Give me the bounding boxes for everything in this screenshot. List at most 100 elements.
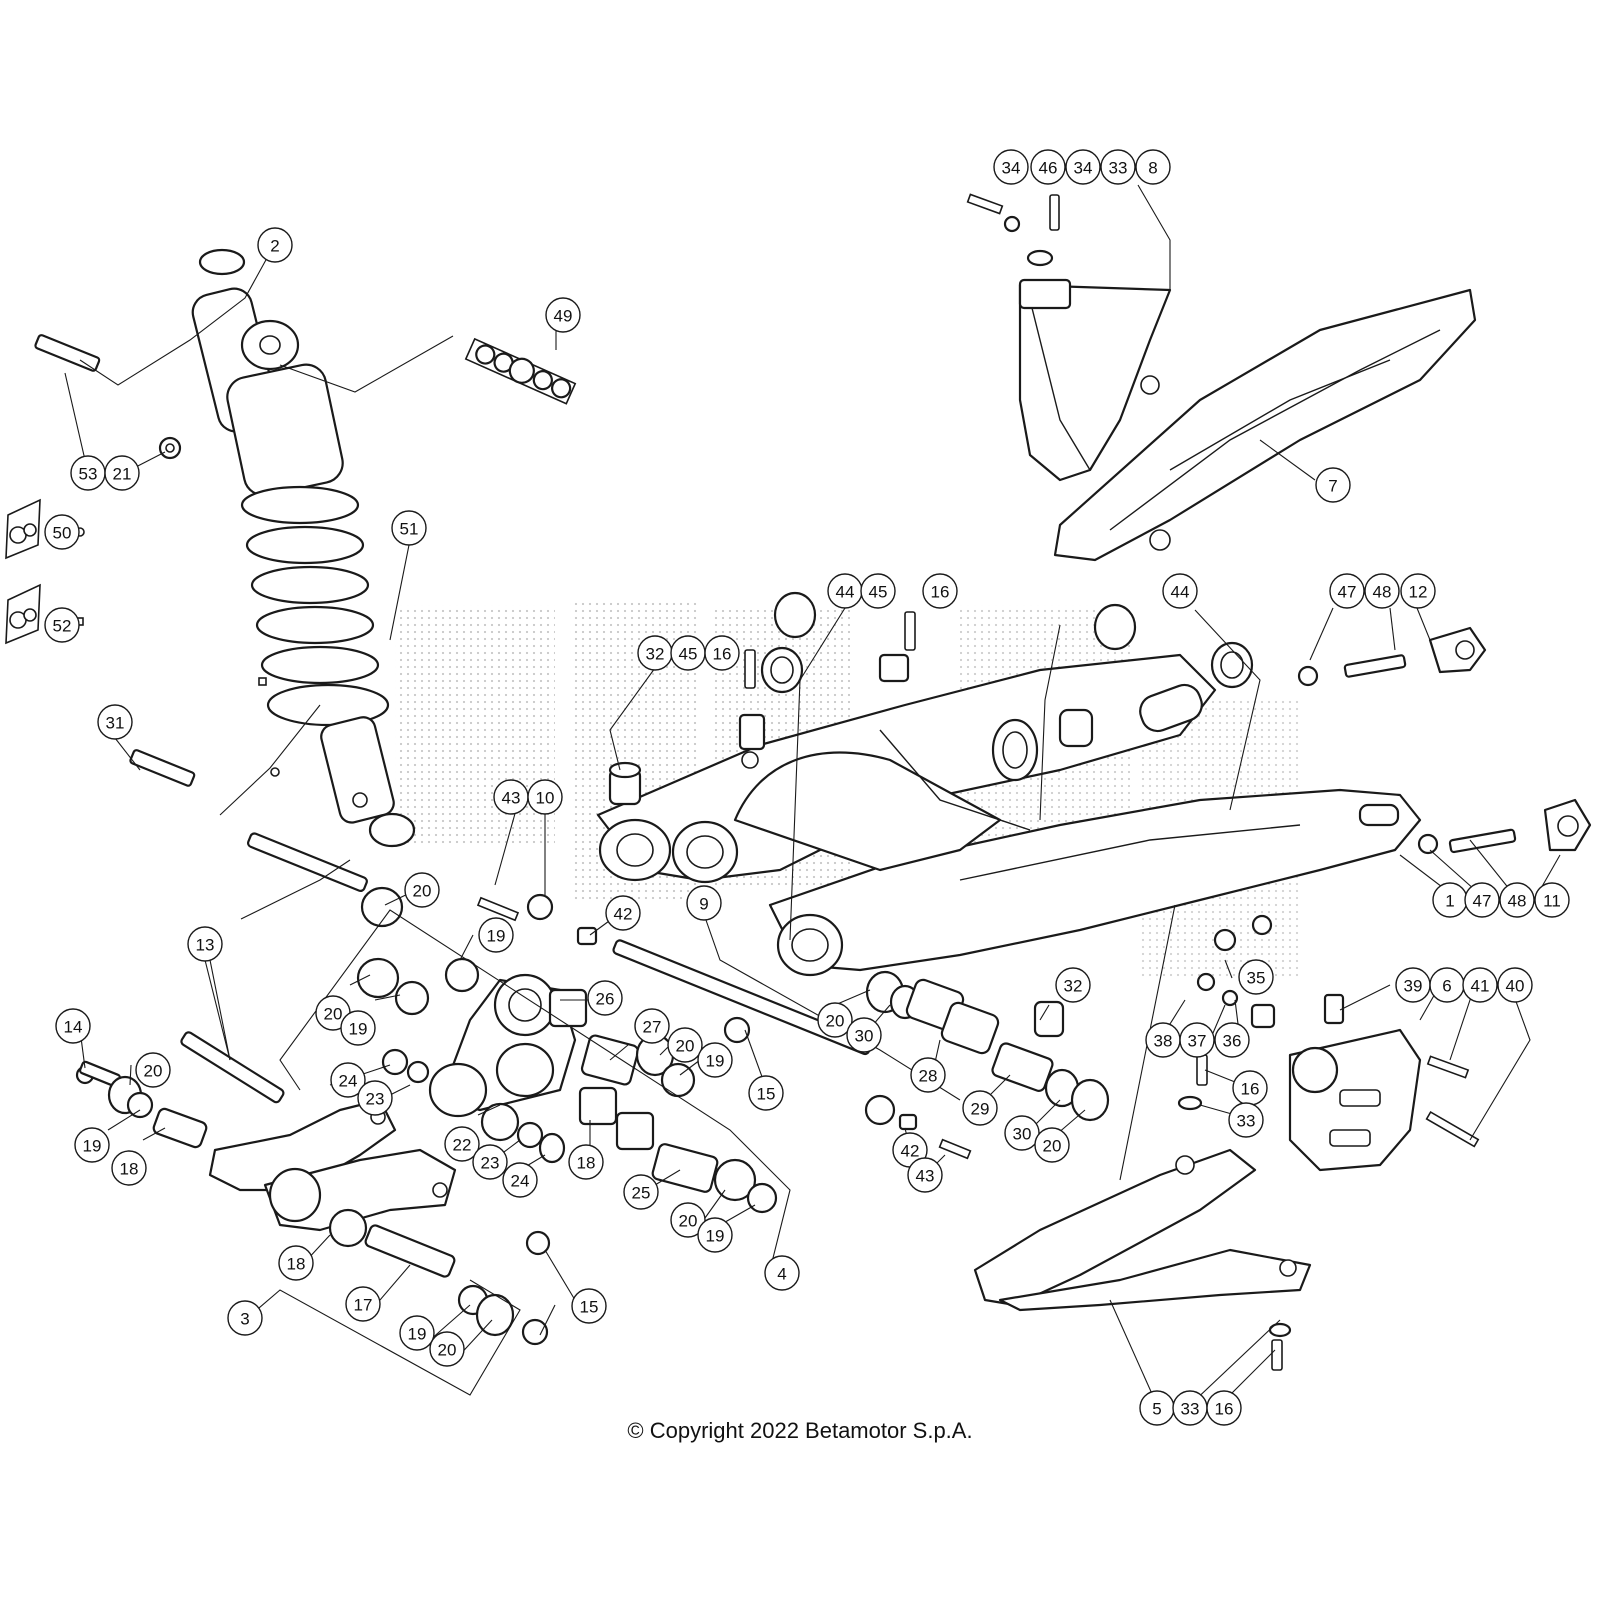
callout-20: 20: [670, 1202, 706, 1238]
callout-45: 45: [860, 573, 896, 609]
callout-25: 25: [623, 1174, 659, 1210]
chain-slider-lower: [973, 972, 1312, 1371]
callout-47: 47: [1329, 573, 1365, 609]
callout-number: 19: [83, 1137, 102, 1156]
callout-circle: [605, 895, 641, 931]
callout-circle: [227, 1300, 263, 1336]
callout-number: 30: [1013, 1125, 1032, 1144]
callout-16: 16: [1206, 1390, 1242, 1426]
callout-23: 23: [357, 1080, 393, 1116]
callout-circle: [55, 1008, 91, 1044]
callout-number: 36: [1223, 1032, 1242, 1051]
callout-number: 20: [144, 1062, 163, 1081]
callout-circle: [1329, 573, 1365, 609]
callout-circle: [1162, 573, 1198, 609]
callout-circle: [1214, 1022, 1250, 1058]
rear-shock-absorber: [191, 248, 416, 848]
callout-circle: [817, 1002, 853, 1038]
callout-circle: [104, 455, 140, 491]
callout-number: 48: [1508, 892, 1527, 911]
callout-34: 34: [1065, 149, 1101, 185]
callout-10: 10: [527, 779, 563, 815]
callout-33: 33: [1228, 1102, 1264, 1138]
callout-circle: [187, 926, 223, 962]
callout-circle: [1135, 149, 1171, 185]
callout-11: 11: [1534, 882, 1570, 918]
callout-48: 48: [1364, 573, 1400, 609]
callout-40: 40: [1497, 967, 1533, 1003]
callout-number: 32: [646, 645, 665, 664]
callout-number: 14: [64, 1018, 83, 1037]
callout-circle: [330, 1062, 366, 1098]
callout-circle: [571, 1288, 607, 1324]
callout-number: 2: [270, 237, 279, 256]
callout-17: 17: [345, 1286, 381, 1322]
callout-circle: [907, 1157, 943, 1193]
callout-number: 43: [916, 1167, 935, 1186]
callout-circle: [278, 1245, 314, 1281]
chain-adjusters: [1297, 626, 1592, 855]
callout-51: 51: [391, 510, 427, 546]
callout-number: 16: [1215, 1400, 1234, 1419]
callout-36: 36: [1214, 1022, 1250, 1058]
callout-number: 50: [53, 524, 72, 543]
callout-number: 20: [438, 1341, 457, 1360]
callout-43: 43: [493, 779, 529, 815]
callout-number: 33: [1237, 1112, 1256, 1131]
callout-number: 24: [339, 1072, 358, 1091]
callout-number: 18: [577, 1154, 596, 1173]
callout-circle: [340, 1010, 376, 1046]
callout-number: 32: [1064, 977, 1083, 996]
callout-circle: [764, 1255, 800, 1291]
callout-number: 4: [777, 1265, 786, 1284]
callout-circle: [1065, 149, 1101, 185]
callout-39: 39: [1395, 967, 1431, 1003]
callout-circle: [697, 1042, 733, 1078]
callout-32: 32: [637, 635, 673, 671]
callout-number: 12: [1409, 583, 1428, 602]
swingarm: [596, 653, 1422, 977]
callout-19: 19: [697, 1217, 733, 1253]
callout-1: 1: [1432, 882, 1468, 918]
callout-number: 16: [931, 583, 950, 602]
callout-number: 52: [53, 617, 72, 636]
callout-19: 19: [340, 1010, 376, 1046]
callout-30: 30: [1004, 1115, 1040, 1151]
callout-circle: [391, 510, 427, 546]
callout-circle: [545, 297, 581, 333]
callout-number: 20: [826, 1012, 845, 1031]
callout-38: 38: [1145, 1022, 1181, 1058]
callout-number: 29: [971, 1100, 990, 1119]
callout-circle: [74, 1127, 110, 1163]
callout-20: 20: [1034, 1127, 1070, 1163]
linkage-bearings-right: [865, 970, 1110, 1160]
linkage-rocker: [356, 886, 778, 1214]
callout-circle: [111, 1150, 147, 1186]
callout-number: 19: [706, 1052, 725, 1071]
callout-15: 15: [748, 1075, 784, 1111]
callout-43: 43: [907, 1157, 943, 1193]
callout-circle: [1364, 573, 1400, 609]
callout-number: 28: [919, 1067, 938, 1086]
copyright-notice: © Copyright 2022 Betamotor S.p.A.: [627, 1418, 973, 1443]
callout-19: 19: [697, 1042, 733, 1078]
callout-circle: [634, 1008, 670, 1044]
callout-circle: [1034, 1127, 1070, 1163]
callout-number: 33: [1109, 159, 1128, 178]
callout-circle: [1534, 882, 1570, 918]
callout-number: 11: [1543, 892, 1561, 911]
callout-number: 16: [1241, 1080, 1260, 1099]
callout-number: 44: [1171, 583, 1190, 602]
callout-circle: [962, 1090, 998, 1126]
callout-9: 9: [686, 885, 722, 921]
callout-31: 31: [97, 704, 133, 740]
callout-number: 19: [408, 1325, 427, 1344]
callout-19: 19: [399, 1315, 435, 1351]
callout-number: 34: [1074, 159, 1093, 178]
callout-20: 20: [404, 872, 440, 908]
callout-number: 18: [287, 1255, 306, 1274]
callout-circle: [257, 227, 293, 263]
callout-44: 44: [827, 573, 863, 609]
callout-4: 4: [764, 1255, 800, 1291]
callout-37: 37: [1179, 1022, 1215, 1058]
